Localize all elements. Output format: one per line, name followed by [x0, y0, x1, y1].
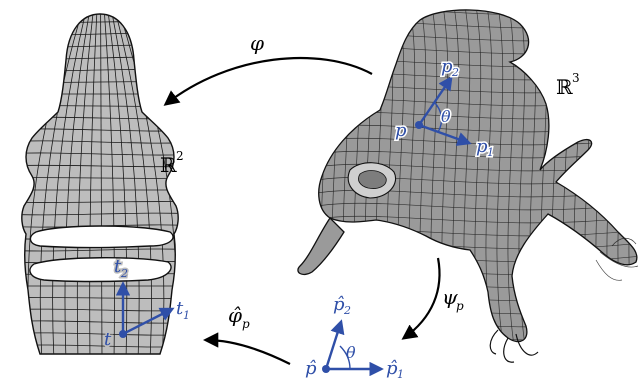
psi-p-arrow	[401, 257, 441, 340]
plane-e2-label: t	[114, 256, 122, 277]
r3-space-label: ℝ 3	[556, 71, 580, 99]
mesh-grid-line	[52, 14, 87, 354]
reference-e1-subscript: 1	[397, 368, 404, 379]
reference-angle-label: θ	[346, 343, 356, 362]
mesh-grid-line	[318, 306, 637, 315]
surface-e2-subscript: 2	[451, 66, 459, 79]
frog-toes	[489, 329, 539, 363]
map-arrows	[163, 56, 441, 365]
plane-e2-subscript: 2	[120, 267, 128, 280]
mesh-grid-line	[21, 212, 179, 216]
mesh-grid-line	[496, 9, 506, 342]
phi-hat-p-subscript: p	[242, 317, 250, 331]
reference-point	[322, 365, 330, 373]
mesh-grid-line	[562, 9, 572, 342]
reference-e2-subscript: 2	[343, 304, 351, 317]
surface-point-label: p	[395, 120, 407, 141]
mesh-grid-line	[584, 9, 594, 342]
surface-e1-subscript: 1	[487, 146, 494, 159]
mesh-grid-line	[318, 267, 637, 276]
r3-base: ℝ	[556, 75, 573, 99]
mesh-grid-line	[76, 14, 94, 354]
phi-arrow	[163, 56, 373, 106]
mesh-grid-line	[21, 81, 179, 83]
mesh-grid-line	[573, 9, 583, 342]
surface-e1-vector	[418, 123, 472, 146]
reference-point-label: p̂	[305, 358, 317, 379]
phi-label: φ	[250, 31, 264, 55]
frog-front-leg	[297, 216, 345, 276]
psi-p-symbol: ψ	[442, 285, 458, 309]
mesh-grid-line	[628, 9, 637, 342]
mesh-grid-line	[318, 280, 637, 289]
surface-angle-label: θ	[441, 107, 451, 126]
psi-p-label: ψ p	[442, 285, 464, 313]
mesh-grid-line	[111, 14, 140, 354]
plane-e1-vector	[122, 307, 175, 336]
mesh-grid-line	[89, 14, 98, 354]
surface-e1-label: p	[476, 136, 488, 157]
mesh-grid-line	[21, 177, 179, 179]
r2-exponent: 2	[176, 149, 184, 163]
mesh-grid-line	[606, 9, 616, 342]
plane-e1-subscript: 1	[183, 309, 190, 322]
mesh-grid-line	[0, 357, 200, 358]
r2-space-label: ℝ 2	[160, 149, 184, 177]
phi-hat-p-arrow	[202, 332, 291, 365]
mesh-grid-line	[64, 14, 91, 354]
mesh-grid-line	[21, 105, 179, 107]
phi-hat-p-label: φ̂ p	[228, 303, 250, 331]
mesh-grid-line	[39, 14, 83, 354]
surface-e2-vector	[418, 75, 453, 126]
reference-e2-label: p̂	[333, 294, 345, 315]
plane-frame: t t 2 t 1	[103, 255, 192, 352]
mesh-grid-line	[318, 254, 637, 263]
r3-exponent: 3	[572, 71, 580, 85]
psi-p-subscript: p	[456, 299, 464, 313]
mesh-grid-line	[595, 9, 605, 342]
reference-e1-label: p̂	[386, 358, 398, 379]
mesh-grid-line	[507, 9, 517, 342]
reference-e2-vector	[324, 319, 345, 370]
plane-point	[119, 330, 127, 338]
mesh-grid-line	[310, 0, 318, 360]
frog-back-foot	[595, 237, 639, 281]
surface-angle-arc	[433, 101, 443, 133]
surface-point	[415, 121, 423, 129]
mesh-grid-line	[114, 14, 152, 354]
plane-point-label: t	[104, 329, 112, 350]
surface-frame: p θ p 2 p 1	[394, 55, 496, 161]
flattened-mesh	[0, 13, 200, 358]
mesh-grid-line	[318, 332, 637, 341]
phi-hat-p-symbol: φ̂	[228, 303, 242, 327]
mesh-grid-line	[103, 14, 115, 354]
mesh-grid-line	[318, 293, 637, 302]
plane-e1-label: t	[176, 298, 184, 319]
frog-eye-inner	[358, 170, 387, 189]
reference-angle-arc	[339, 345, 351, 370]
mesh-grid-line	[318, 319, 637, 328]
reference-frame: p̂ θ p̂ 2 p̂ 1	[305, 294, 404, 379]
mesh-hole-upper	[29, 225, 174, 249]
mesh-grid-line	[617, 9, 627, 342]
mesh-grid-line	[107, 14, 128, 354]
r2-base: ℝ	[160, 153, 177, 177]
mesh-hole-lower	[29, 257, 172, 283]
surface-e2-label: p	[441, 56, 453, 77]
